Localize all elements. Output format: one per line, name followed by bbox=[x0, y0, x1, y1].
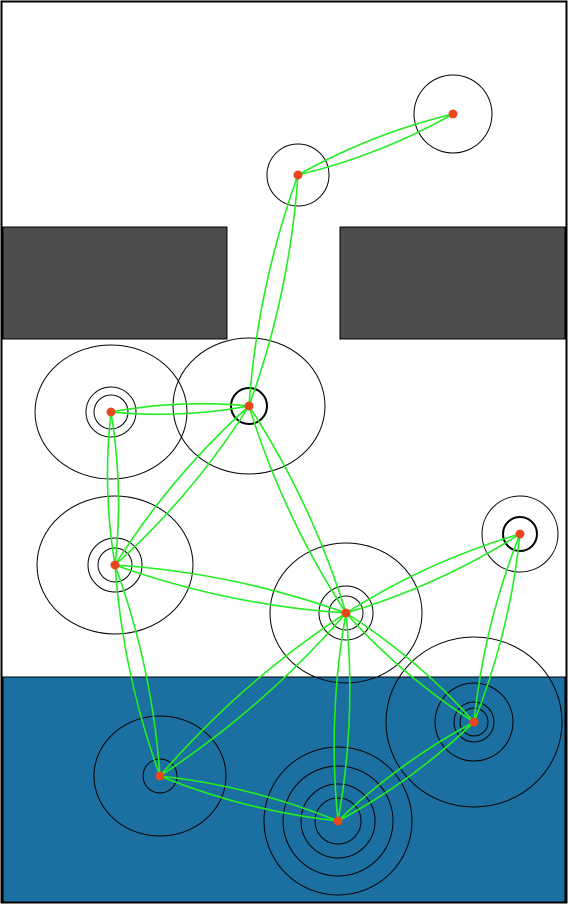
n-bottom-node bbox=[333, 816, 343, 826]
n-left-water-ring-1 bbox=[142, 758, 178, 794]
edge-n-center-mid-n-left-low-1 bbox=[114, 405, 250, 566]
n-right-mid-node bbox=[515, 529, 525, 539]
regions-layer bbox=[2, 226, 566, 903]
edge-n-center-n-bottom-1 bbox=[333, 612, 347, 822]
edge-n-right-water-n-bottom-2 bbox=[337, 721, 475, 822]
edge-n-center-n-right-mid-2 bbox=[345, 533, 521, 614]
n-center-ring-1 bbox=[328, 595, 364, 631]
edge-n-center-mid-n-center-2 bbox=[248, 405, 347, 614]
edge-n-left-water-n-bottom-1 bbox=[159, 775, 339, 822]
n-center-node bbox=[341, 608, 351, 618]
n-center-mid-node bbox=[244, 401, 254, 411]
n-right-water-ring-3 bbox=[434, 682, 514, 762]
n-right-water-node bbox=[469, 717, 479, 727]
n-left-water-ring-2 bbox=[93, 715, 227, 837]
n-right-water-ring-2 bbox=[453, 701, 495, 743]
edge-n-left-mid-n-center-mid-2 bbox=[110, 402, 250, 413]
edge-n-top-right-n-upper-1 bbox=[297, 113, 454, 176]
edges-layer bbox=[106, 113, 521, 822]
n-upper-ring-1 bbox=[266, 143, 330, 207]
edge-n-left-low-n-left-water-2 bbox=[114, 564, 161, 777]
edge-n-left-low-n-left-water-1 bbox=[114, 564, 161, 777]
n-center-ring-2 bbox=[318, 585, 374, 641]
edge-n-upper-n-center-mid-2 bbox=[248, 174, 299, 407]
edge-n-center-n-bottom-2 bbox=[337, 612, 351, 822]
edge-n-right-mid-n-right-water-1 bbox=[473, 533, 521, 723]
n-right-mid-ring-2 bbox=[481, 495, 559, 573]
n-right-water-ring-1 bbox=[459, 707, 489, 737]
edge-n-left-low-n-center-1 bbox=[114, 564, 347, 614]
n-left-low-ring-2 bbox=[87, 537, 143, 593]
edge-n-center-n-left-water-2 bbox=[159, 612, 347, 777]
n-left-low-ring-1 bbox=[97, 547, 133, 583]
edge-n-left-mid-n-center-mid-1 bbox=[110, 405, 250, 416]
edge-n-upper-n-center-mid-1 bbox=[248, 174, 299, 407]
edge-n-right-water-n-bottom-1 bbox=[337, 721, 475, 822]
n-top-right-ring-1 bbox=[413, 74, 493, 154]
n-left-mid-ring-1 bbox=[93, 394, 129, 430]
n-right-water-ring-4 bbox=[385, 636, 563, 808]
n-left-mid-ring-3 bbox=[34, 344, 188, 480]
edge-n-top-right-n-upper-2 bbox=[297, 113, 454, 176]
n-upper-node bbox=[293, 170, 303, 180]
edge-n-center-n-left-water-1 bbox=[159, 612, 347, 777]
n-left-mid-ring-2 bbox=[85, 386, 137, 438]
edge-n-left-mid-n-left-low-1 bbox=[106, 411, 116, 566]
obstacle-right bbox=[339, 226, 566, 340]
edge-n-right-mid-n-right-water-2 bbox=[473, 533, 521, 723]
n-bottom-ring-2 bbox=[300, 783, 376, 859]
edge-n-center-n-right-mid-1 bbox=[345, 533, 521, 614]
edge-n-center-mid-n-left-low-2 bbox=[114, 405, 250, 566]
water-zone bbox=[2, 676, 566, 903]
rings-layer bbox=[34, 74, 563, 896]
n-center-mid-ring-1 bbox=[230, 387, 268, 425]
edge-n-center-n-right-water-2 bbox=[345, 612, 475, 723]
nodes-layer bbox=[106, 109, 525, 826]
n-center-ring-3 bbox=[269, 542, 423, 684]
edge-n-left-low-n-center-2 bbox=[114, 564, 347, 614]
edge-n-center-n-right-water-1 bbox=[345, 612, 475, 723]
edge-n-center-mid-n-center-1 bbox=[248, 405, 347, 614]
n-top-right-node bbox=[448, 109, 458, 119]
n-left-mid-node bbox=[106, 407, 116, 417]
n-center-mid-ring-2 bbox=[172, 337, 326, 475]
n-bottom-ring-1 bbox=[314, 797, 362, 845]
n-left-low-ring-3 bbox=[36, 495, 194, 635]
edge-n-left-mid-n-left-low-2 bbox=[110, 411, 120, 566]
n-left-low-node bbox=[110, 560, 120, 570]
edge-n-left-water-n-bottom-2 bbox=[159, 775, 339, 822]
n-bottom-ring-4 bbox=[263, 746, 413, 896]
n-right-mid-ring-1 bbox=[502, 516, 538, 552]
n-left-water-node bbox=[155, 771, 165, 781]
n-bottom-ring-3 bbox=[282, 765, 394, 877]
obstacle-left bbox=[2, 226, 228, 340]
